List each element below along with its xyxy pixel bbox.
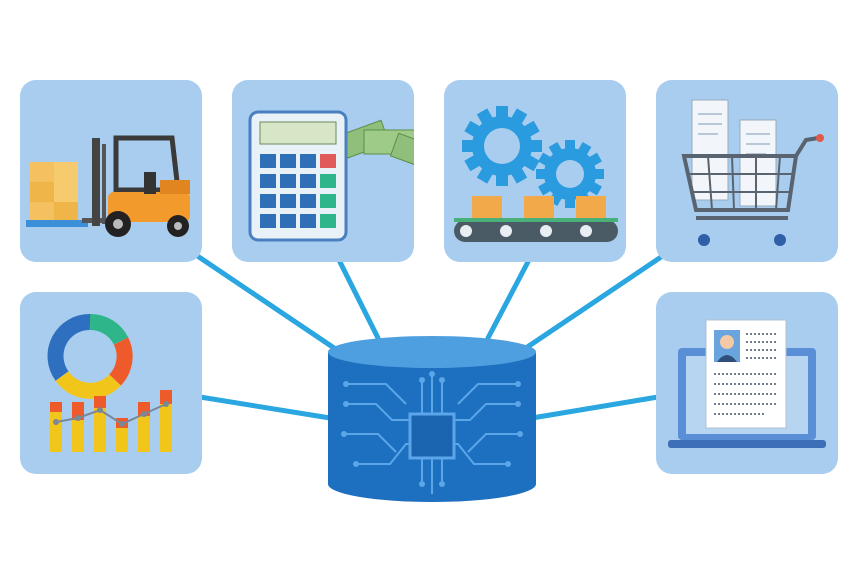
connector-sales: [517, 252, 667, 355]
sales-panel: [656, 80, 838, 262]
gears-conveyor-icon: [454, 106, 618, 242]
charts-icon: [47, 313, 172, 452]
connector-production: [485, 255, 533, 341]
analytics-panel: [20, 292, 202, 474]
connector-analytics: [197, 394, 333, 421]
calculator-money-icon: [248, 110, 414, 242]
production-panel: [444, 80, 626, 262]
warehouse-panel: [20, 80, 202, 262]
hr-panel: [656, 292, 838, 474]
accounting-panel: [232, 80, 414, 262]
connector-hr: [529, 394, 661, 421]
forklift-icon: [26, 135, 190, 237]
connector-warehouse: [193, 252, 343, 355]
connector-accounting: [335, 255, 381, 341]
circuit-database-icon: [328, 336, 536, 502]
shopping-cart-receipts-icon: [681, 99, 824, 246]
laptop-resume-icon: [668, 319, 826, 448]
